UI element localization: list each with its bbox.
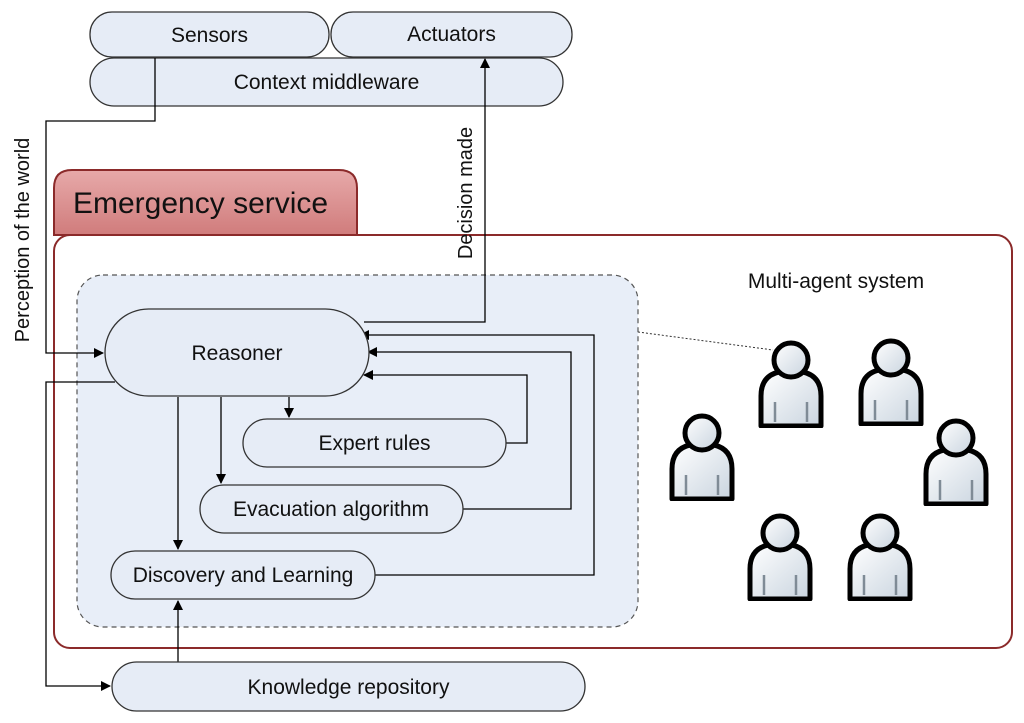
- evacuation-algorithm-label: Evacuation algorithm: [233, 498, 429, 521]
- actuators-label: Actuators: [407, 23, 496, 46]
- discovery-learning-label: Discovery and Learning: [133, 564, 354, 587]
- discovery-feedback-arrow: [359, 330, 595, 576]
- context-middleware-box: Context middleware: [89, 57, 564, 107]
- expert-rules-box: Expert rules: [242, 418, 507, 468]
- mas-association-line: [637, 331, 774, 351]
- perception-label: Perception of the world: [12, 138, 34, 343]
- expert-rules-feedback-arrow: [363, 370, 528, 444]
- decision-arrow: [364, 58, 490, 323]
- discovery-learning-box: Discovery and Learning: [110, 550, 376, 600]
- multi-agent-system-label: Multi-agent system: [748, 270, 924, 293]
- knowledge-repository-box: Knowledge repository: [111, 661, 586, 712]
- decision-label: Decision made: [455, 127, 477, 259]
- knowledge-repository-label: Knowledge repository: [248, 676, 450, 699]
- expert-rules-label: Expert rules: [318, 432, 430, 455]
- sensors-box: Sensors: [89, 11, 330, 58]
- emergency-service-title: Emergency service: [73, 187, 328, 220]
- actuators-box: Actuators: [330, 11, 573, 58]
- sensors-label: Sensors: [171, 24, 248, 47]
- evacuation-algorithm-box: Evacuation algorithm: [199, 484, 464, 534]
- reasoner-to-repository-arrow: [45, 381, 115, 691]
- reasoner-box: Reasoner: [104, 308, 370, 397]
- perception-arrow: [45, 58, 156, 358]
- context-middleware-label: Context middleware: [234, 71, 420, 94]
- reasoner-label: Reasoner: [191, 342, 282, 365]
- evacuation-feedback-arrow: [367, 347, 572, 510]
- emergency-service-tab: [53, 169, 358, 236]
